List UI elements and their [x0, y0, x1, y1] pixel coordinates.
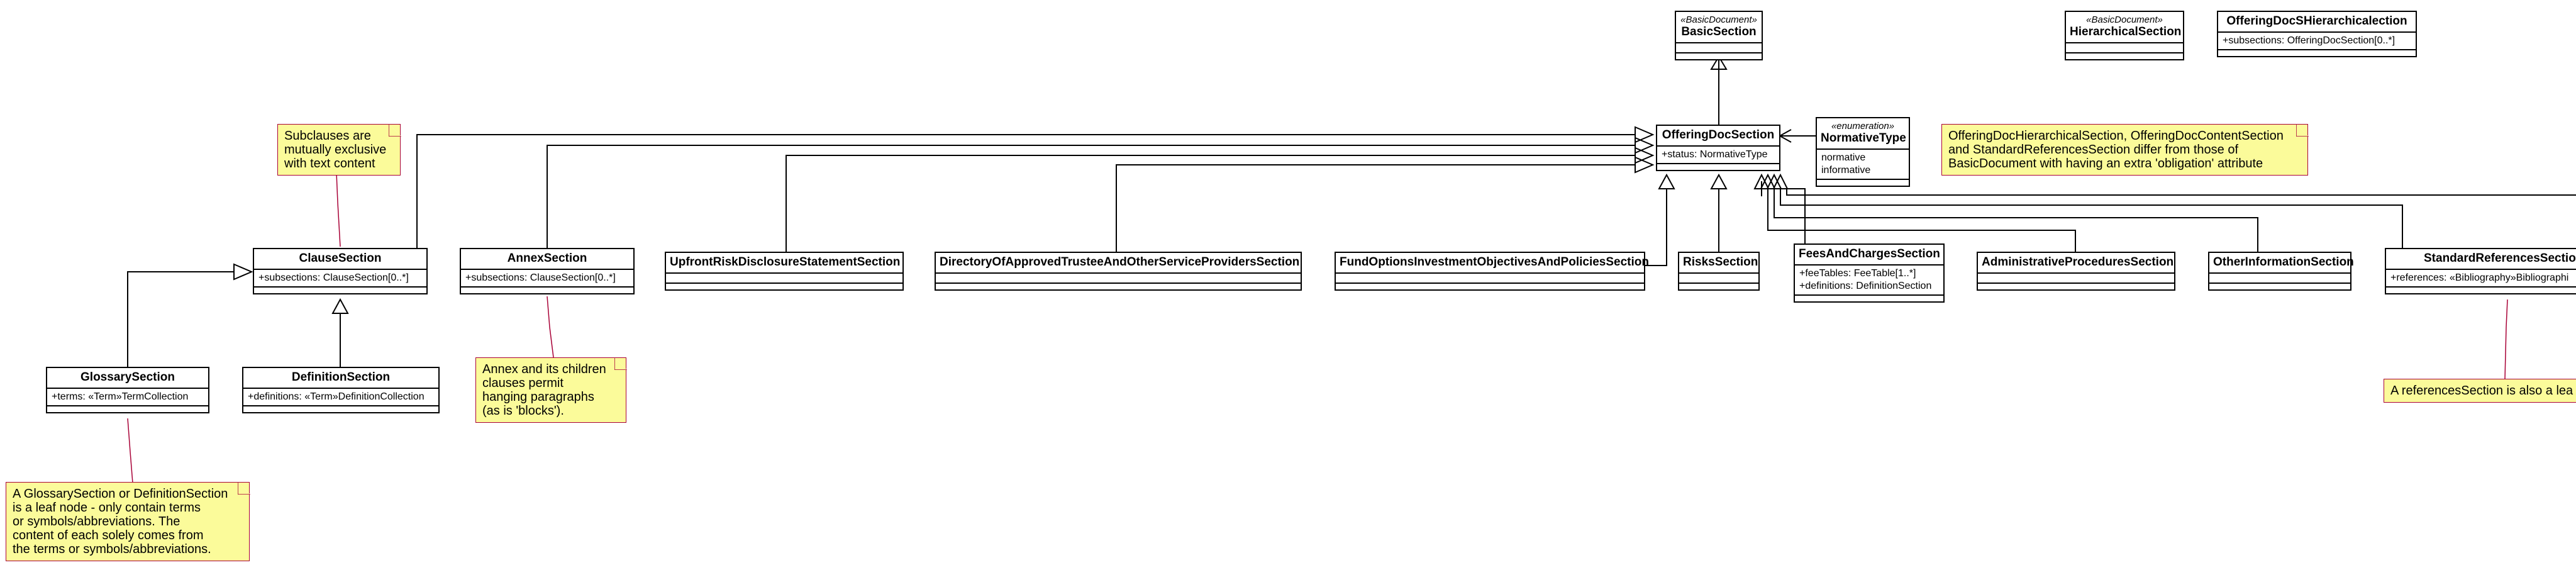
class-name: RisksSection: [1683, 255, 1758, 269]
note-line: content of each solely comes from: [13, 529, 204, 542]
note-line: clauses permit: [482, 376, 564, 390]
class-attribute: +terms: «Term»TermCollection: [52, 391, 189, 402]
offering-doc-section-class[interactable]: OfferingDocSection +status: NormativeTyp…: [1656, 125, 1780, 171]
basic-section-class[interactable]: «BasicDocument»BasicSection: [1675, 11, 1763, 60]
generalization-arrowheads-right-cluster: [1753, 173, 1789, 189]
class-name: AdministrativeProceduresSection: [1982, 255, 2174, 269]
note-line: is a leaf node - only contain terms: [13, 501, 201, 515]
note-line: mutually exclusive: [284, 143, 387, 157]
generalization-clausesection-offeringdocsection: [416, 126, 1655, 250]
generalization-annexsection-offeringdocsection: [547, 137, 1655, 250]
generalization-glossarysection-clausesection: [127, 263, 253, 367]
note-line: (as is 'blocks').: [482, 404, 564, 418]
note-link-subclauses: [336, 172, 341, 247]
note-glossary: A GlossarySection or DefinitionSection i…: [6, 481, 250, 561]
class-attribute: +subsections: OfferingDocSection[0..*]: [2223, 35, 2396, 46]
glossary-section-class[interactable]: GlossarySection +terms: «Term»TermCollec…: [46, 367, 209, 413]
fund-options-class[interactable]: FundOptionsInvestmentObjectivesAndPolici…: [1335, 252, 1649, 291]
generalization-directorytrustee-offeringdocsection: [1116, 156, 1655, 252]
class-attribute: +status: NormativeType: [1662, 149, 1768, 160]
note-line: the terms or symbols/abbreviations.: [13, 542, 211, 556]
class-name: BasicSection: [1681, 25, 1757, 38]
class-stereotype: «BasicDocument»: [1680, 14, 1757, 25]
generalization-fundoptions-offeringdocsection: [1645, 173, 1675, 266]
class-name: ClauseSection: [299, 252, 382, 265]
generalization-offeringdocsection-basicsection: [1710, 55, 1728, 125]
note-line: OfferingDocHierarchicalSection, Offering…: [1948, 129, 2284, 143]
class-name: NormativeType: [1821, 131, 1906, 145]
generalization-definitionsection-clausesection: [331, 298, 349, 367]
note-line: Subclauses are: [284, 129, 371, 143]
class-attribute: +definitions: DefinitionSection: [1799, 281, 1932, 291]
class-stereotype: «enumeration»: [1831, 121, 1895, 131]
generalization-otherinformation-offeringdocsection: [1774, 189, 2258, 252]
generalization-riskssection-offeringdocsection: [1710, 173, 1728, 252]
class-name: StandardReferencesSection: [2424, 252, 2576, 265]
enum-literal: normative: [1821, 152, 1866, 163]
class-attribute: +subsections: ClauseSection[0..*]: [258, 272, 409, 283]
class-attribute: +references: «Bibliography»Bibliographi: [2390, 272, 2569, 283]
class-name: OtherInformationSection: [2213, 255, 2354, 269]
note-line: Annex and its children: [482, 362, 606, 376]
generalization-offscreen-right: [1786, 189, 2576, 196]
fees-and-charges-class[interactable]: FeesAndChargesSection +feeTables: FeeTab…: [1794, 243, 1945, 303]
note-link-annex: [547, 296, 554, 358]
note-line: or symbols/abbreviations. The: [13, 515, 180, 529]
risks-section-class[interactable]: RisksSection: [1678, 252, 1760, 291]
directory-trustee-class[interactable]: DirectoryOfApprovedTrusteeAndOtherServic…: [935, 252, 1302, 291]
hierarchical-section-class[interactable]: «BasicDocument»HierarchicalSection: [2065, 11, 2184, 60]
note-line: A referencesSection is also a lea: [2390, 384, 2573, 398]
class-name: UpfrontRiskDisclosureStatementSection: [670, 255, 901, 269]
note-subclauses: Subclauses are mutually exclusive with t…: [277, 123, 401, 176]
definition-section-class[interactable]: DefinitionSection +definitions: «Term»De…: [242, 367, 440, 413]
class-name: OfferingDocSHierarchicalection: [2226, 14, 2407, 28]
normative-type-enum[interactable]: «enumeration»NormativeType normative info…: [1816, 117, 1910, 187]
generalization-standardreferences-offeringdocsection: [1780, 189, 2403, 252]
clause-section-class[interactable]: ClauseSection +subsections: ClauseSectio…: [253, 248, 428, 294]
class-name: HierarchicalSection: [2070, 25, 2182, 38]
note-line: and StandardReferencesSection differ fro…: [1948, 143, 2239, 157]
class-name: OfferingDocSection: [1662, 128, 1775, 142]
note-line: A GlossarySection or DefinitionSection: [13, 487, 228, 501]
class-name: FeesAndChargesSection: [1799, 247, 1940, 260]
class-name: AnnexSection: [507, 252, 587, 265]
note-link-glossary: [127, 418, 133, 484]
note-line: hanging paragraphs: [482, 390, 594, 404]
annex-section-class[interactable]: AnnexSection +subsections: ClauseSection…: [460, 248, 635, 294]
note-references: A referencesSection is also a lea: [2384, 379, 2576, 403]
class-attribute: +definitions: «Term»DefinitionCollection: [248, 391, 425, 402]
class-name: DefinitionSection: [291, 371, 391, 384]
note-line: with text content: [284, 157, 375, 171]
upfront-risk-disclosure-class[interactable]: UpfrontRiskDisclosureStatementSection: [665, 252, 904, 291]
other-information-class[interactable]: OtherInformationSection: [2208, 252, 2354, 291]
offering-doc-s-hierarchicalection-class[interactable]: OfferingDocSHierarchicalection +subsecti…: [2217, 11, 2417, 57]
class-attribute: +feeTables: FeeTable[1..*]: [1799, 268, 1916, 279]
class-name: FundOptionsInvestmentObjectivesAndPolici…: [1340, 255, 1649, 269]
note-annex: Annex and its children clauses permit ha…: [475, 357, 627, 423]
generalization-upfrontrisk-offeringdocsection: [786, 147, 1655, 252]
note-link-references: [2504, 299, 2508, 379]
class-name: GlossarySection: [80, 371, 175, 384]
generalization-adminprocedures-offeringdocsection: [1767, 189, 2076, 252]
class-stereotype: «BasicDocument»: [2086, 14, 2163, 25]
standard-references-class[interactable]: StandardReferencesSection +references: «…: [2385, 248, 2576, 294]
class-name: DirectoryOfApprovedTrusteeAndOtherServic…: [940, 255, 1300, 269]
class-attribute: +subsections: ClauseSection[0..*]: [465, 272, 616, 283]
enum-literal: informative: [1821, 165, 1871, 176]
association-status-normativetype: [1778, 129, 1816, 143]
administrative-procedures-class[interactable]: AdministrativeProceduresSection: [1977, 252, 2175, 291]
note-line: BasicDocument with having an extra 'obli…: [1948, 157, 2263, 171]
note-offering-diff: OfferingDocHierarchicalSection, Offering…: [1941, 123, 2309, 176]
